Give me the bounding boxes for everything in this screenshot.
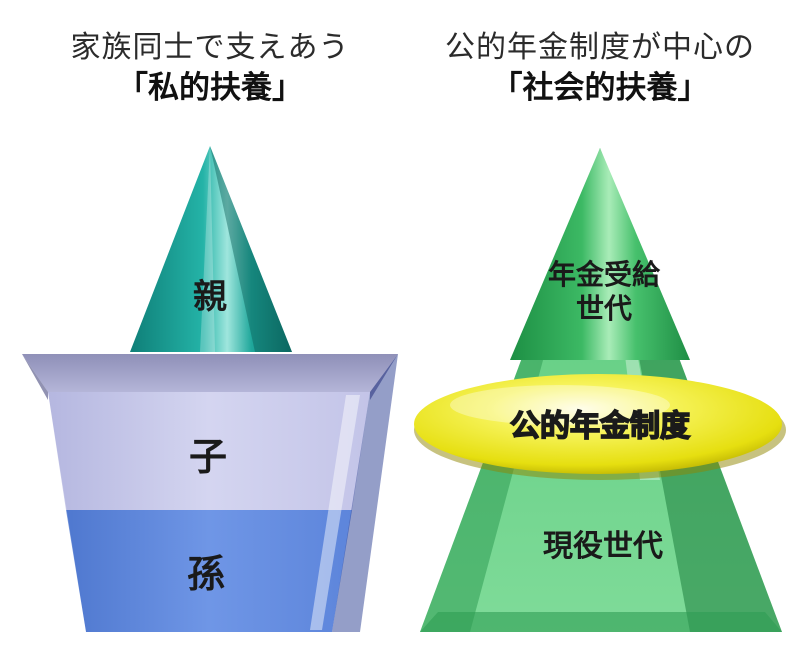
child-grandchild-funnel: 子 孫 — [22, 354, 398, 632]
right-subtitle: 公的年金制度が中心の — [445, 30, 755, 65]
working-generation-label: 現役世代 — [543, 529, 663, 564]
left-title: 「私的扶養」 — [117, 70, 303, 106]
public-pension-label: 公的年金制度 — [510, 409, 690, 444]
pension-generation-label-line1: 年金受給 — [548, 258, 661, 291]
left-heading: 家族同士で支えあう 「私的扶養」 — [40, 28, 380, 108]
pension-generation-label-line2: 世代 — [576, 292, 632, 325]
parent-cone: 親 — [130, 146, 292, 352]
child-label: 子 — [189, 435, 227, 479]
grandchild-label: 孫 — [187, 552, 225, 596]
right-heading: 公的年金制度が中心の 「社会的扶養」 — [405, 28, 795, 108]
public-pension-ellipse: 公的年金制度 — [414, 374, 786, 480]
right-title: 「社会的扶養」 — [491, 70, 709, 106]
parent-label: 親 — [193, 277, 227, 317]
left-subtitle: 家族同士で支えあう — [70, 30, 350, 65]
